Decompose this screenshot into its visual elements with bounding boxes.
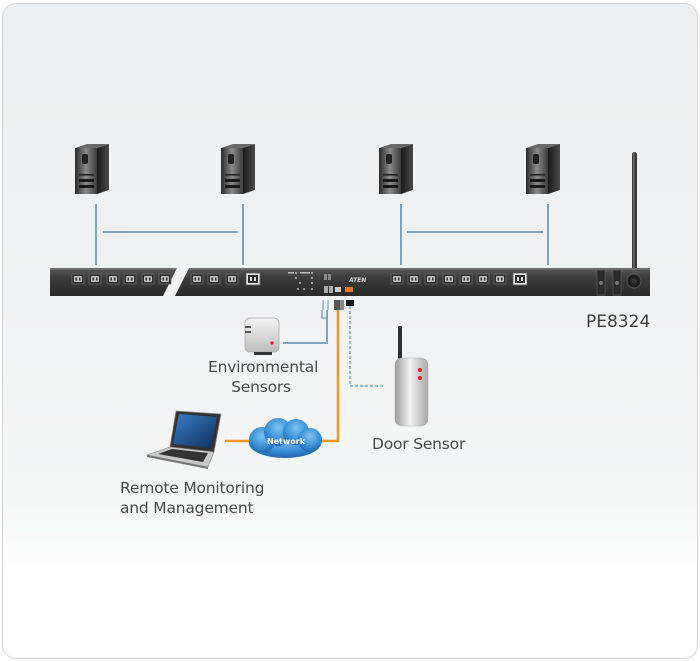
pdu-antenna <box>632 152 637 282</box>
network-label: Network <box>267 437 306 446</box>
server-icon <box>221 144 255 194</box>
remote-monitoring-label-line2: and Management <box>120 499 254 517</box>
door-sensor-cable <box>349 306 385 387</box>
brand-mark: ATEN <box>348 277 366 284</box>
environmental-sensors-label-line1: Environmental <box>208 358 319 376</box>
remote-monitoring-label-line1: Remote Monitoring <box>120 479 265 497</box>
server-icon <box>526 144 560 194</box>
server-icon <box>75 144 109 194</box>
door-sensor-icon <box>394 326 429 427</box>
network-cloud-icon: Network <box>249 418 322 458</box>
pdu-port-connectors <box>322 300 354 310</box>
power-connection-lines <box>95 204 549 265</box>
door-sensor-label: Door Sensor <box>372 435 466 453</box>
environmental-sensors-label-line2: Sensors <box>231 378 291 396</box>
pdu-breakers <box>596 269 642 296</box>
server-icon <box>379 144 413 194</box>
outlet-bank-left <box>71 272 261 286</box>
pdu-model-label: PE8324 <box>586 312 651 332</box>
network-cable <box>318 310 340 443</box>
pdu-control-panel <box>288 272 353 293</box>
environmental-sensor-icon <box>244 317 280 355</box>
env-sensor-cable <box>283 310 328 344</box>
laptop-icon <box>145 410 222 469</box>
pdu-break-mark <box>160 262 192 302</box>
environmental-sensors-label: Environmental Sensors <box>208 357 319 397</box>
remote-monitoring-label: Remote Monitoring and Management <box>120 478 264 518</box>
pdu-unit: ATEN <box>50 262 650 302</box>
